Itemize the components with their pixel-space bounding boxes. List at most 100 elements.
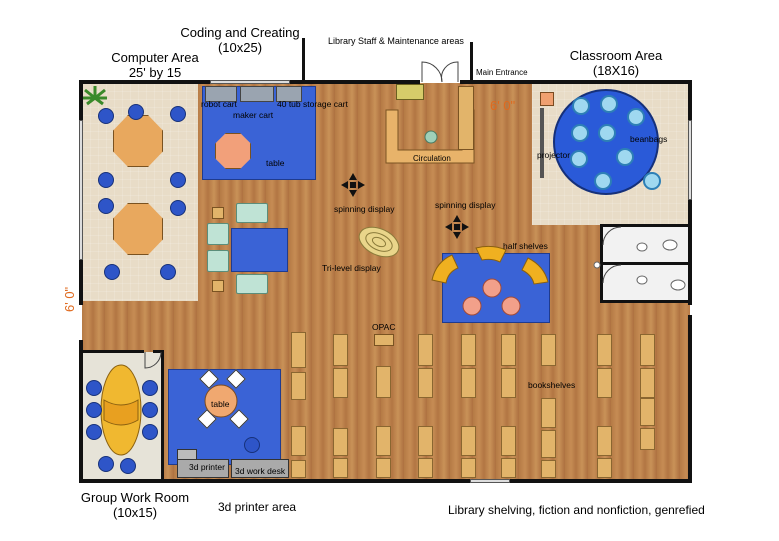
group-room-chair xyxy=(86,402,102,418)
bookshelf xyxy=(597,334,612,366)
coding-table-label: table xyxy=(266,158,285,168)
bookshelf xyxy=(376,426,391,456)
bookshelf xyxy=(333,458,348,478)
half-shelf-left xyxy=(431,254,459,284)
bookshelf xyxy=(597,458,612,478)
beanbag xyxy=(571,124,589,142)
bookshelf xyxy=(461,334,476,366)
computer-chair xyxy=(104,264,120,280)
computer-area-size: 25' by 15 xyxy=(128,65,182,80)
bookshelf xyxy=(418,426,433,456)
door-swing-restroom-1 xyxy=(602,226,622,246)
plant-icon xyxy=(83,86,107,106)
beanbag xyxy=(627,108,645,126)
toilet xyxy=(662,239,678,251)
dimension-top-label: 6' 0" xyxy=(490,98,516,113)
bookshelf xyxy=(333,368,348,398)
wall-group-room-right-end xyxy=(153,350,164,353)
bookshelf xyxy=(376,458,391,478)
classroom-area-size: (18X16) xyxy=(592,63,640,78)
3d-work-desk xyxy=(231,459,289,478)
window-bottom xyxy=(470,479,510,483)
group-work-room-title: Group Work Room (10x15) xyxy=(70,490,200,520)
side-table xyxy=(212,280,224,292)
opac-station xyxy=(374,334,394,346)
printer-area-label: 3d printer area xyxy=(218,500,297,514)
group-room-chair xyxy=(98,456,114,472)
group-room-chair xyxy=(86,424,102,440)
wall-group-room-right xyxy=(161,350,164,480)
3d-work-desk-label: 3d work desk xyxy=(235,466,286,476)
staff-cabinet xyxy=(396,84,424,100)
sink xyxy=(636,242,648,252)
beanbag xyxy=(643,172,661,190)
3d-printer-desk xyxy=(177,459,229,478)
bookshelf xyxy=(333,428,348,456)
reading-stool xyxy=(501,296,521,316)
group-room-chair xyxy=(120,458,136,474)
bookshelf xyxy=(640,428,655,450)
window-left xyxy=(79,120,83,260)
computer-chair xyxy=(170,200,186,216)
bookshelf xyxy=(461,426,476,456)
bookshelf xyxy=(541,398,556,428)
bookshelf xyxy=(501,368,516,398)
wall-restroom-left xyxy=(600,224,603,302)
computer-chair xyxy=(170,106,186,122)
entrance-shelf xyxy=(458,86,474,150)
side-table xyxy=(212,207,224,219)
door-swing-entrance xyxy=(421,61,443,83)
wall-coding-divider xyxy=(302,38,305,84)
half-shelf-middle xyxy=(475,245,507,263)
bookshelf xyxy=(333,334,348,366)
computer-chair xyxy=(98,172,114,188)
reading-stool xyxy=(482,278,502,298)
bookshelf xyxy=(501,334,516,366)
water-fountain xyxy=(593,261,601,269)
circulation-label: Circulation xyxy=(413,154,451,163)
library-staff-label: Library Staff & Maintenance areas xyxy=(328,36,464,46)
bookshelf xyxy=(418,368,433,398)
bookshelf xyxy=(541,334,556,366)
spinning-display-right-icon xyxy=(445,215,469,239)
group-work-room-size: (10x15) xyxy=(112,505,158,520)
bookshelf xyxy=(597,426,612,456)
bookshelf xyxy=(461,458,476,478)
spinning-display-left-label: spinning display xyxy=(334,204,395,214)
bookshelf xyxy=(597,368,612,398)
computer-area-title: Computer Area 25' by 15 xyxy=(95,50,215,80)
beanbag xyxy=(594,172,612,190)
wall-top-right xyxy=(460,80,692,84)
coding-creating-label: Coding and Creating xyxy=(180,25,300,40)
bookshelf xyxy=(291,332,306,368)
lounge-rug xyxy=(231,228,288,272)
bookshelf xyxy=(418,334,433,366)
main-entrance-label: Main Entrance xyxy=(475,68,529,77)
window-right xyxy=(688,120,692,200)
lounge-armchair xyxy=(236,274,268,294)
computer-chair xyxy=(170,172,186,188)
computer-pod xyxy=(113,115,163,167)
bookshelf xyxy=(418,458,433,478)
wall-staff-divider xyxy=(470,42,473,84)
bookshelf xyxy=(461,368,476,398)
reading-stool xyxy=(462,296,482,316)
tub-storage-cart-2 xyxy=(276,86,302,102)
beanbag xyxy=(600,95,618,113)
group-work-room-label: Group Work Room xyxy=(80,490,190,505)
bookshelf xyxy=(501,458,516,478)
sink xyxy=(636,275,648,285)
half-shelf-right xyxy=(521,257,549,285)
toilet xyxy=(670,279,686,291)
wall-restroom-bottom xyxy=(600,300,690,303)
classroom-chair xyxy=(540,92,554,106)
group-room-chair xyxy=(142,380,158,396)
window-top xyxy=(210,80,290,84)
computer-area-label: Computer Area xyxy=(111,50,199,65)
bookshelf xyxy=(501,426,516,456)
bookshelf xyxy=(640,398,655,426)
tub-storage-label: 40 tub storage cart xyxy=(277,99,348,109)
dimension-left-label: 6' 0" xyxy=(62,286,77,312)
door-swing-group-room xyxy=(144,351,162,369)
